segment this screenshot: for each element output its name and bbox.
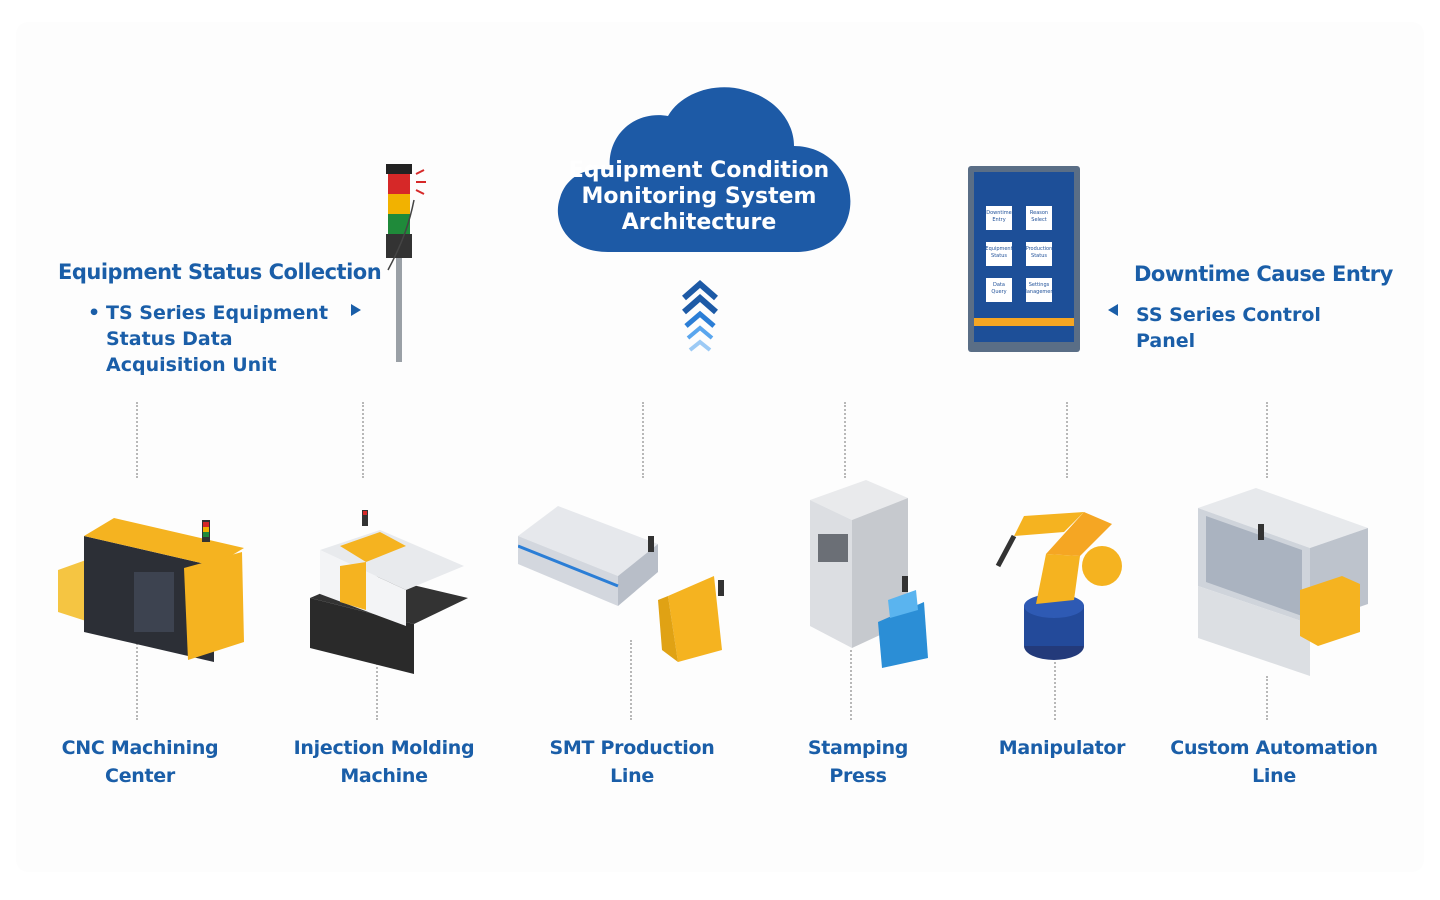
- machine-label-injection: Injection Molding Machine: [293, 737, 475, 787]
- tablet-button-label: Select: [1031, 217, 1046, 223]
- connector-line: [136, 402, 138, 478]
- ss-series-label: SS Series Control Panel: [1136, 304, 1321, 352]
- injection-molding-machine-icon: [310, 510, 468, 674]
- upload-chevrons-icon: [682, 280, 718, 352]
- cloud-icon: [557, 87, 851, 253]
- connector-line: [1266, 676, 1268, 720]
- tablet-button-label: Status: [991, 253, 1007, 259]
- tablet-button-label: Management: [1023, 289, 1056, 295]
- connector-line: [642, 402, 644, 478]
- machine-label-automation: Custom Automation Line: [1170, 737, 1378, 787]
- downtime-entry-heading: Downtime Cause Entry: [1134, 262, 1393, 286]
- tablet-button-label: Reason: [1030, 210, 1048, 216]
- connector-line: [1054, 662, 1056, 720]
- arrow-right-icon: [351, 304, 361, 316]
- connector-line: [136, 640, 138, 720]
- tablet-button-label: Settings: [1029, 282, 1050, 288]
- tablet-button-label: Downtime: [986, 210, 1011, 216]
- connector-line: [376, 648, 378, 720]
- tablet-button-label: Status: [1031, 253, 1047, 259]
- automation-cell-icon: [1198, 488, 1368, 676]
- control-panel-tablet-icon: DowntimeEntryReasonSelectEquipmentStatus…: [968, 166, 1080, 352]
- status-collection-heading: Equipment Status Collection: [58, 260, 382, 284]
- connector-line: [362, 402, 364, 478]
- tablet-button-label: Equipment: [985, 246, 1012, 252]
- connector-line: [844, 402, 846, 478]
- machine-label-cnc: CNC Machining Center: [61, 737, 219, 787]
- tablet-button-label: Data: [993, 282, 1005, 288]
- connector-line: [850, 650, 852, 720]
- tablet-button-label: Entry: [992, 217, 1005, 223]
- machine-label-smt: SMT Production Line: [549, 737, 715, 787]
- cloud-title: Equipment Condition Monitoring System Ar…: [568, 158, 830, 235]
- signal-tower-light-icon: [386, 164, 426, 362]
- connector-line: [1066, 402, 1068, 478]
- status-collection-item: • TS Series Equipment Status Data Acquis…: [88, 300, 342, 378]
- stamping-press-icon: [810, 480, 928, 668]
- bullet-mark: •: [88, 302, 101, 324]
- machine-label-manipulator: Manipulator: [998, 737, 1126, 759]
- tablet-button-label: Query: [991, 289, 1006, 295]
- tablet-button-label: Production: [1026, 246, 1053, 252]
- cnc-machine-icon: [58, 518, 244, 662]
- smt-line-icon: [518, 506, 724, 662]
- machine-label-stamping: Stamping Press: [807, 737, 909, 787]
- connector-line: [630, 640, 632, 720]
- connector-line: [1266, 402, 1268, 478]
- ts-series-label: TS Series Equipment Status Data Acquisit…: [106, 302, 329, 376]
- robot-arm-icon: [995, 512, 1122, 660]
- arrow-left-icon: [1108, 304, 1118, 316]
